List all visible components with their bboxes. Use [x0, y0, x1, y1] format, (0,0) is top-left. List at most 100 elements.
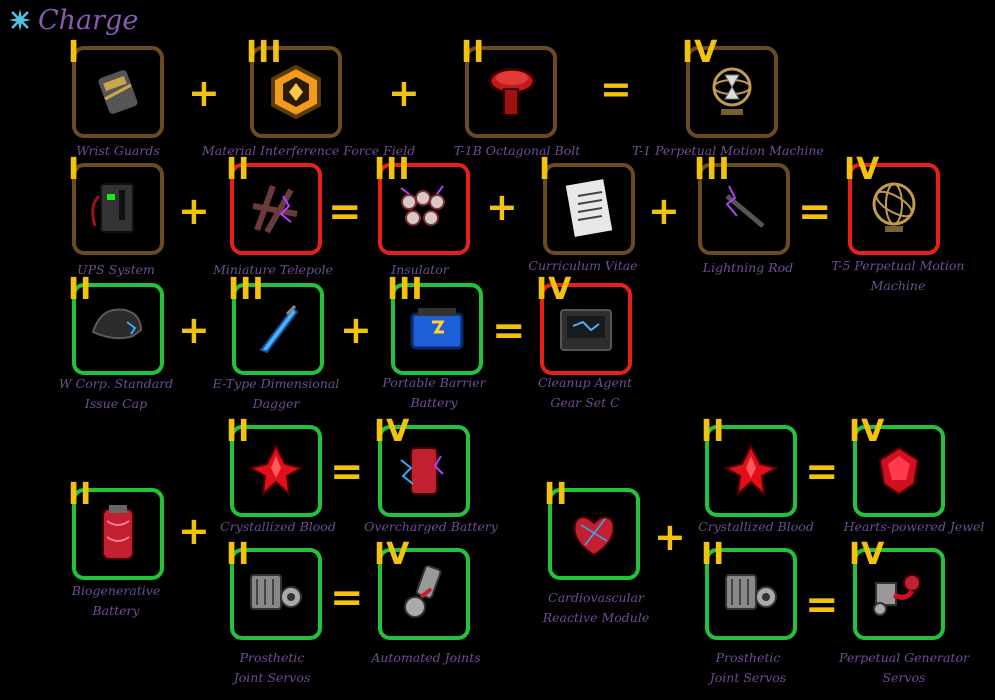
plus-operator: + — [178, 509, 210, 553]
item-frame — [543, 163, 635, 255]
rank-badge: III — [228, 272, 265, 307]
item-miniature-telepole[interactable]: II — [226, 155, 322, 255]
item-curriculum-vitae[interactable]: I — [539, 155, 635, 255]
item-label: Curriculum Vitae — [483, 256, 683, 276]
equals-operator: = — [600, 67, 632, 111]
item-portable-barrier[interactable]: III — [387, 275, 483, 375]
item-frame — [72, 488, 164, 580]
item-label-line: UPS System — [77, 262, 155, 277]
rank-badge: I — [68, 152, 81, 187]
item-label-line: Wrist Guards — [76, 143, 160, 158]
item-label-line: Material Interference Force Field — [202, 143, 416, 158]
rank-badge: III — [374, 152, 411, 187]
item-label: Hearts-powered Jewel — [814, 517, 995, 537]
item-lightning-rod[interactable]: III — [694, 155, 790, 255]
servo-icon — [250, 574, 302, 610]
item-prosthetic-2[interactable]: II — [701, 540, 797, 640]
item-label: Lightning Rod — [648, 258, 848, 278]
item-label: Insulator — [320, 260, 520, 280]
item-label-line: T-1 Perpetual Motion Machine — [632, 143, 824, 158]
rank-badge: IV — [536, 272, 573, 307]
item-label: T-1B Octagonal Bolt — [417, 141, 617, 161]
rank-badge: II — [226, 414, 251, 449]
item-frame — [378, 548, 470, 640]
item-automated-joints[interactable]: IV — [374, 540, 470, 640]
item-label: Wrist Guards — [18, 141, 218, 161]
item-cleanup-gear[interactable]: IV — [536, 275, 632, 375]
item-frame — [230, 163, 322, 255]
rank-badge: I — [68, 35, 81, 70]
rank-badge: III — [246, 35, 283, 70]
item-e-type-dagger[interactable]: III — [228, 275, 324, 375]
item-overcharged-battery[interactable]: IV — [374, 417, 470, 517]
item-insulator[interactable]: III — [374, 155, 470, 255]
insulator-icon — [400, 185, 445, 226]
item-label-line: Dagger — [252, 396, 300, 411]
item-label-line: Servos — [882, 670, 926, 685]
item-frame — [232, 283, 324, 375]
item-hearts-jewel[interactable]: IV — [849, 417, 945, 517]
item-label-line: T-1B Octagonal Bolt — [453, 143, 581, 158]
plus-operator: + — [654, 515, 686, 559]
item-label-line: Automated Joints — [371, 650, 481, 665]
rank-badge: II — [461, 35, 486, 70]
item-label: Material Interference Force Field — [202, 141, 416, 161]
item-material-interference[interactable]: III — [246, 38, 342, 138]
item-perpetual-generator[interactable]: IV — [849, 540, 945, 640]
item-label-line: Joint Servos — [709, 670, 787, 685]
item-frame — [391, 283, 483, 375]
item-label-line: Issue Cap — [84, 396, 148, 411]
plus-operator: + — [486, 185, 518, 229]
item-t1b-bolt[interactable]: II — [461, 38, 557, 138]
item-label: Overcharged Battery — [331, 517, 531, 537]
item-label: Automated Joints — [326, 648, 526, 668]
automated-joints-icon — [404, 564, 442, 618]
item-t5-perpetual[interactable]: IV — [844, 155, 940, 255]
rank-badge: II — [701, 414, 726, 449]
equals-operator: = — [805, 582, 839, 628]
equals-operator: = — [492, 308, 526, 354]
item-prosthetic-1[interactable]: II — [226, 540, 322, 640]
item-wrist-guards[interactable]: I — [68, 38, 164, 138]
item-biogenerative[interactable]: II — [68, 480, 164, 580]
item-label-line: Insulator — [391, 262, 449, 277]
dagger-icon — [259, 304, 299, 354]
item-label-line: Reactive Module — [542, 610, 650, 625]
equals-operator: = — [805, 449, 839, 495]
equals-operator: = — [328, 189, 362, 235]
item-crystallized-blood-2[interactable]: II — [701, 417, 797, 517]
item-label-line: T-5 Perpetual Motion — [831, 258, 965, 273]
heart-module-icon — [573, 516, 615, 557]
rank-badge: IV — [374, 414, 411, 449]
item-w-corp-cap[interactable]: II — [68, 275, 164, 375]
item-frame — [378, 425, 470, 517]
blue-sparkle-icon — [9, 9, 31, 31]
item-frame — [72, 163, 164, 255]
item-label-line: Overcharged Battery — [364, 519, 498, 534]
item-ups-system[interactable]: I — [68, 155, 164, 255]
item-cardiovascular[interactable]: II — [544, 480, 640, 580]
item-label: Miniature Telepole — [173, 260, 373, 280]
item-label: UPS System — [16, 260, 216, 280]
lightning-rod-icon — [725, 185, 765, 228]
item-t1-perpetual[interactable]: IV — [682, 38, 778, 138]
rank-badge: II — [701, 537, 726, 572]
heart-jewel-icon — [878, 446, 920, 496]
telepole-icon — [252, 184, 298, 234]
blood-crystal-icon — [723, 443, 779, 497]
overcharged-battery-icon — [400, 447, 444, 495]
rank-badge: I — [539, 152, 552, 187]
item-label-line: E-Type Dimensional — [212, 376, 340, 391]
item-label-line: Crystallized Blood — [698, 519, 814, 534]
item-label-line: Gear Set C — [550, 395, 620, 410]
plus-operator: + — [648, 189, 680, 233]
rank-badge: III — [387, 272, 424, 307]
item-frame — [705, 425, 797, 517]
item-label-line: Machine — [870, 278, 926, 293]
item-label-line: Portable Barrier — [382, 375, 486, 390]
item-frame — [540, 283, 632, 375]
item-crystallized-blood-1[interactable]: II — [226, 417, 322, 517]
